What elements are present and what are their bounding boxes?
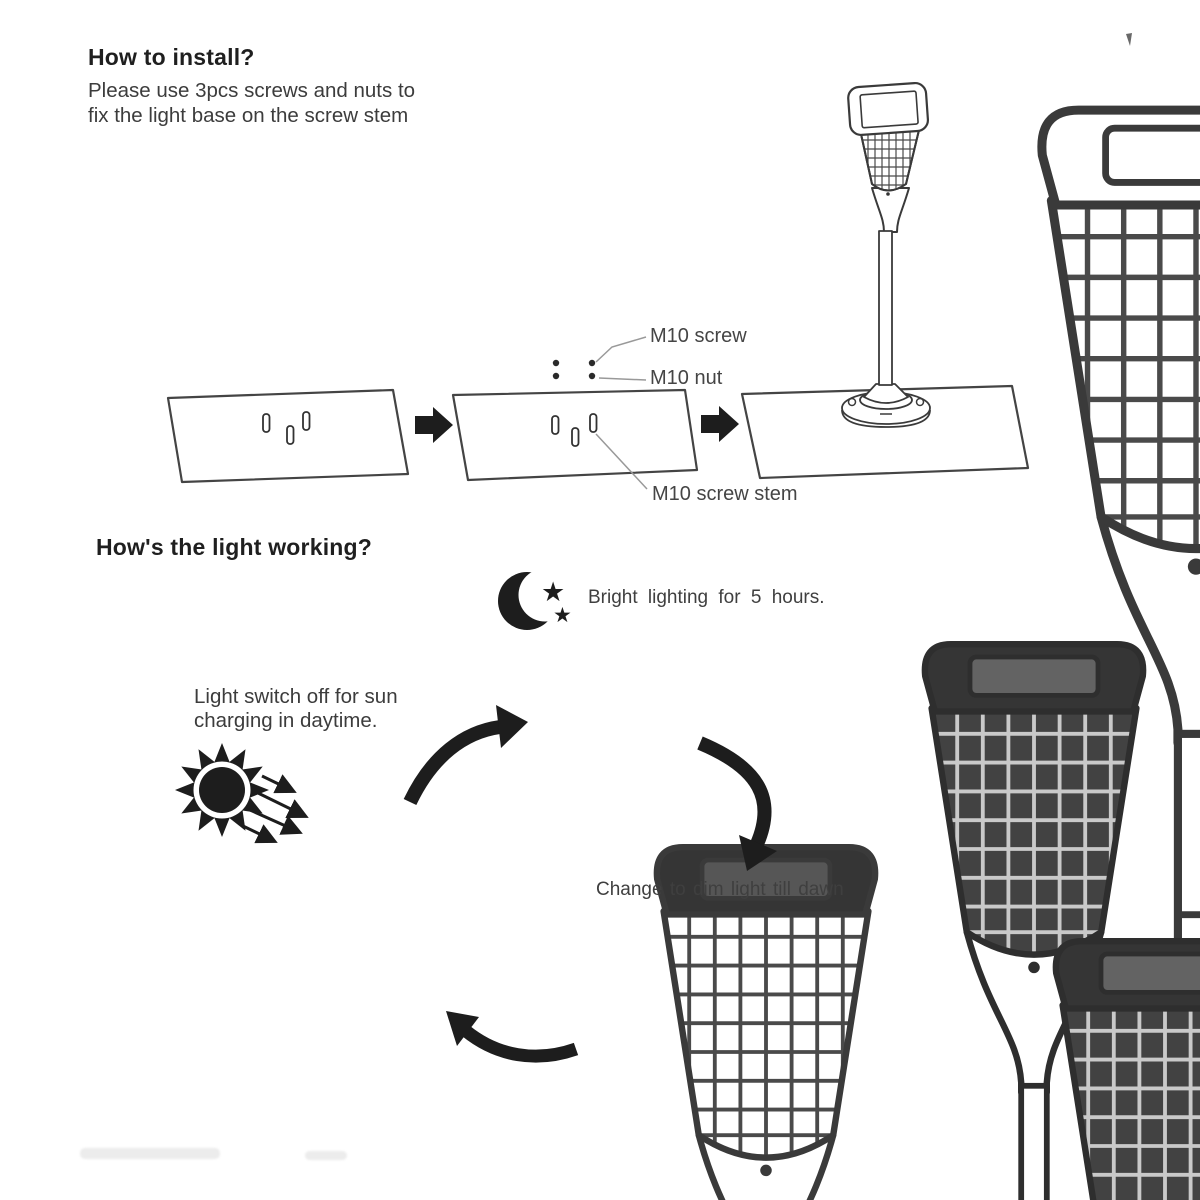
screw-stem-icon bbox=[262, 411, 311, 445]
faint-cropped-text bbox=[305, 1151, 347, 1160]
corner-tick-mark bbox=[1126, 33, 1132, 46]
install-instructions-line1: Please use 3pcs screws and nuts to bbox=[88, 79, 416, 102]
m10-screw-nut-dots bbox=[552, 359, 596, 380]
step-arrow-2-icon bbox=[701, 406, 739, 442]
installed-lamp-illustration bbox=[841, 81, 931, 428]
working-heading: How's the light working? bbox=[96, 534, 373, 560]
label-daytime-line2: charging in daytime. bbox=[194, 709, 378, 732]
screw-stem-icon bbox=[551, 413, 598, 447]
star-icon: ★ bbox=[541, 577, 565, 608]
cycle-arrow-bottom-icon bbox=[446, 1011, 579, 1063]
cycle-arrow-top-left-icon bbox=[403, 705, 528, 806]
install-plate-finished bbox=[740, 384, 1030, 480]
label-m10-nut: M10 nut bbox=[650, 367, 723, 389]
cycle-arrow-right-icon bbox=[697, 736, 777, 871]
install-instructions-line2: fix the light base on the screw stem bbox=[88, 104, 409, 127]
label-daytime-line1: Light switch off for sun bbox=[194, 685, 398, 708]
step-arrow-1-icon bbox=[415, 407, 453, 443]
leader-lines bbox=[595, 336, 648, 490]
sun-ray-arrows-icon bbox=[242, 774, 309, 844]
install-plate-empty bbox=[166, 388, 410, 484]
install-heading: How to install? bbox=[88, 44, 255, 70]
star-icon: ★ bbox=[553, 603, 572, 627]
label-dim-light: Change to dim light till dawn bbox=[596, 879, 844, 900]
night-dim-lamp-illustration bbox=[1056, 941, 1200, 1200]
moon-stars-bright-icon: ★ ★ bbox=[498, 568, 572, 630]
label-m10-screw: M10 screw bbox=[650, 325, 747, 347]
label-m10-screw-stem: M10 screw stem bbox=[652, 483, 798, 505]
faint-cropped-text bbox=[80, 1148, 220, 1159]
label-bright-lighting: Bright lighting for 5 hours. bbox=[588, 587, 825, 608]
sun-icon bbox=[175, 743, 269, 837]
